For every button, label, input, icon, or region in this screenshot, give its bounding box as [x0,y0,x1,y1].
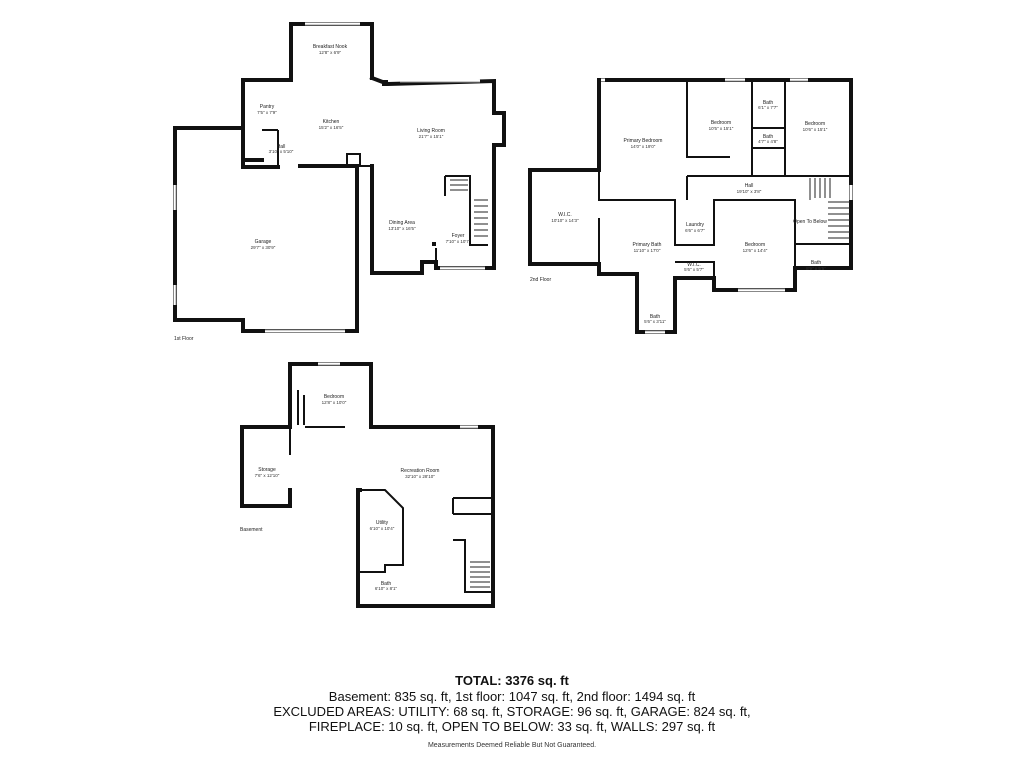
room-name: Garage [255,239,272,245]
room-dim: 13'10" x 16'5" [388,226,416,231]
room-dim: 12'8" x 6'9" [319,50,342,55]
room-dim: 10'10" x 14'3" [551,218,579,223]
room-dim: 7'5" x 7'9" [257,110,277,115]
room-name: Bath [381,581,392,587]
wall [370,164,496,275]
stairs [470,561,490,588]
room-name: Bath [811,260,822,266]
room-name: Bedroom [805,121,825,127]
wall [346,153,372,167]
wall [173,126,359,333]
wall [241,143,280,169]
room-name: Open To Below [793,219,827,225]
room-name: Foyer [452,233,465,239]
room-dim: 5'6" x 3'11" [644,319,666,324]
room-name: Laundry [686,222,705,228]
room-dim: 6'10" x 8'1" [375,586,398,591]
room-name: Pantry [260,104,275,110]
room-name: Hall [745,183,754,189]
room-dim: 6'1" x 7'7" [758,105,778,110]
wall [528,78,853,334]
room-name: W.I.C. [687,262,701,268]
room-dim: 15'2" x 16'5" [319,125,344,130]
excluded-areas-line: EXCLUDED AREAS: UTILITY: 68 sq. ft, STOR… [273,704,751,719]
floor-area-breakdown: Basement: 835 sq. ft, 1st floor: 1047 sq… [328,689,696,704]
room-name: W.I.C. [558,212,572,218]
second-floor-plan: Primary Bedroom 14'0" x 19'0" Bedroom 10… [528,78,853,334]
window [173,22,485,333]
wall [241,22,293,162]
room-dim: 32'10" x 28'10" [405,474,435,479]
wall [598,218,715,278]
room-name: Primary Bedroom [624,138,663,144]
room-name: Dining Area [389,220,415,226]
room-name: Primary Bath [633,242,662,248]
total-area: TOTAL: 3376 sq. ft [455,673,569,688]
wall [794,175,851,245]
room-name: Bedroom [745,242,765,248]
wall [288,362,495,608]
room-dim: 10'5" x 15'1" [709,126,734,131]
window [175,24,485,331]
room-name: Bath [763,134,774,140]
room-name: Bath [650,314,661,320]
room-name: Bedroom [324,394,344,400]
room-name: Storage [258,467,276,473]
room-dim: 12'6" x 14'4" [743,248,768,253]
room-name: Bath [763,100,774,106]
room-dim: 12'8" x 10'0" [322,400,347,405]
wall [369,75,506,270]
room-name: Utility [376,520,389,526]
disclaimer: Measurements Deemed Reliable But Not Gua… [427,742,597,749]
room-dim: 6'6" x 6'7" [685,228,705,233]
first-floor-plan: Breakfast Nook 12'8" x 6'9" Pantry 7'5" … [173,22,506,342]
room-dim: 5'6" x 5'7" [684,267,704,272]
room-dim: 14'0" x 19'0" [631,144,656,149]
room-dim: 4'7" x 4'8" [758,139,778,144]
window [645,80,808,332]
excluded-areas-line-continued: FIREPLACE: 10 sq. ft, OPEN TO BELOW: 33 … [308,719,716,734]
wall [262,129,279,166]
column [432,242,436,246]
room-name: Breakfast Nook [313,44,348,50]
wall [289,426,345,455]
wall [444,175,488,246]
window [601,78,853,334]
wall [686,80,810,177]
window [318,362,478,429]
room-dim: 29'7" x 30'9" [251,245,276,250]
floor-label: Basement [240,527,263,533]
floor-plan-drawing: Breakfast Nook 12'8" x 6'9" Pantry 7'5" … [173,22,853,608]
room-dim: 7'6" x 12'10" [255,473,280,478]
room-name: Hall [277,144,286,150]
wall [240,362,292,508]
wall [598,170,796,268]
floor-label: 2nd Floor [530,277,551,283]
room-dim: 19'10" x 3'8" [737,189,762,194]
room-dim: 8'9" x 5'5" [806,266,826,271]
basement-plan: Bedroom 12'8" x 10'0" Storage 7'6" x 12'… [240,362,495,608]
column [382,80,388,86]
room-dim: 6'10" x 10'4" [370,526,395,531]
wall [358,489,404,573]
stairs [450,179,488,237]
wall [297,390,305,425]
room-dim: 3'10" x 5'10" [269,149,294,154]
room-dim: 21'7" x 15'1" [419,134,444,139]
room-name: Living Room [417,128,445,134]
room-dim: 10'6" x 15'1" [803,127,828,132]
room-dim: 11'10" x 17'0" [634,248,661,253]
room-name: Recreation Room [401,468,440,474]
window [318,364,478,429]
floor-label: 1st Floor [174,336,194,342]
stairs [809,178,850,239]
room-name: Kitchen [323,119,340,125]
room-dim: 7'10" x 10'7" [446,239,471,244]
wall [452,497,493,593]
room-name: Bedroom [711,120,731,126]
